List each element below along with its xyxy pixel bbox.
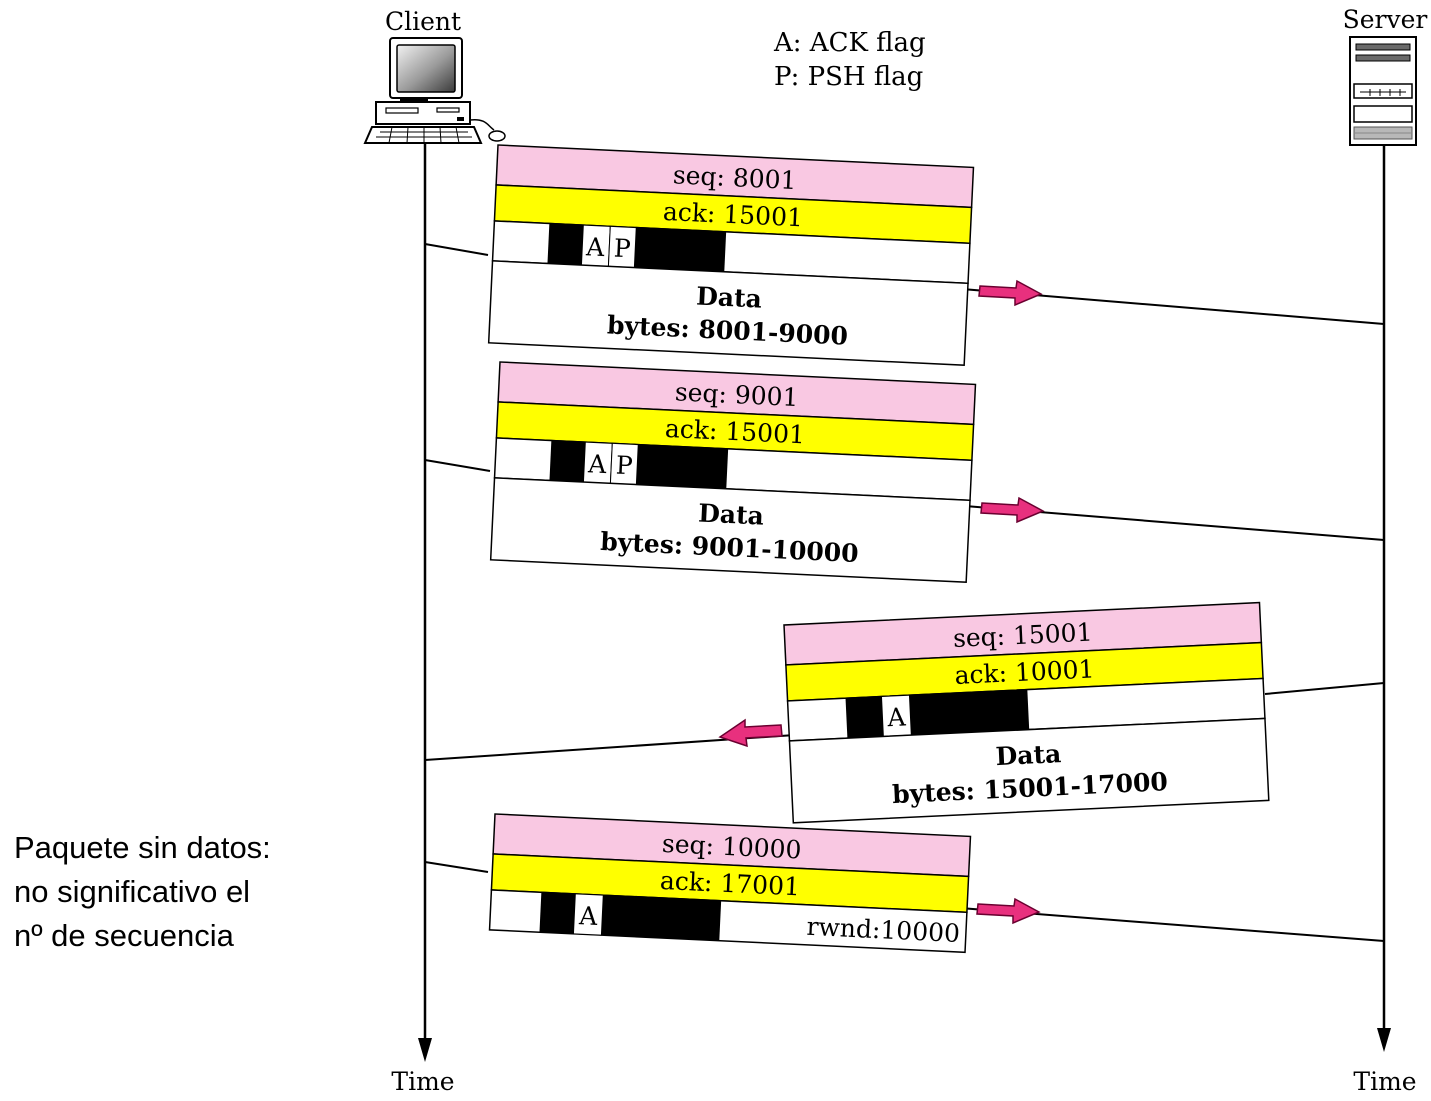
client-time-label: Time — [391, 1067, 454, 1096]
message-line-4 — [424, 861, 1385, 942]
segment-data-title: Data — [696, 282, 763, 314]
direction-arrow-left-icon — [718, 718, 783, 748]
segment-rwnd: rwnd:10000 — [806, 912, 961, 948]
client-timeline — [418, 143, 432, 1062]
server-label: Server — [1343, 5, 1428, 34]
flag-psh: P — [613, 234, 631, 264]
flag-ack: A — [585, 232, 606, 262]
flag-ack: A — [578, 901, 599, 931]
segment-seq: seq: 9001 — [674, 377, 799, 412]
note-line-2: no significativo el — [14, 874, 251, 909]
flag-psh: P — [615, 451, 633, 481]
tcp-segment-1: seq: 8001 ack: 15001 A P Data bytes: 800… — [487, 144, 975, 366]
note-line-1: Paquete sin datos: — [14, 830, 271, 865]
segment-ack: ack: 10001 — [954, 654, 1095, 690]
direction-arrow-right-icon — [980, 496, 1045, 524]
segment-ack: ack: 15001 — [662, 197, 803, 233]
direction-arrow-right-icon — [976, 897, 1041, 925]
segment-data-title: Data — [995, 739, 1062, 771]
segment-ack: ack: 17001 — [659, 866, 800, 902]
client-label: Client — [385, 7, 461, 36]
direction-arrow-right-icon — [978, 279, 1043, 307]
server-icon — [1349, 36, 1417, 146]
server-time-label: Time — [1353, 1067, 1416, 1096]
server-timeline — [1377, 145, 1391, 1052]
segment-seq: seq: 8001 — [672, 160, 797, 195]
client-computer-icon — [363, 37, 506, 144]
segment-ack: ack: 15001 — [664, 414, 805, 450]
flag-ack: A — [886, 702, 907, 732]
segment-data-title: Data — [698, 499, 765, 531]
note-line-3: nº de secuencia — [14, 918, 234, 953]
no-data-packet-note: Paquete sin datos: no significativo el n… — [14, 826, 374, 958]
message-line-2 — [424, 459, 1385, 541]
legend-ack-flag: A: ACK flag — [773, 28, 926, 58]
tcp-segment-4: seq: 10000 ack: 17001 A rwnd:10000 — [488, 813, 972, 954]
segment-seq: seq: 15001 — [952, 617, 1093, 653]
segment-seq: seq: 10000 — [661, 829, 802, 865]
tcp-segment-2: seq: 9001 ack: 15001 A P Data bytes: 900… — [489, 361, 977, 583]
message-line-3 — [424, 682, 1385, 761]
legend-psh-flag: P: PSH flag — [774, 62, 923, 92]
tcp-segment-3: seq: 15001 ack: 10001 A Data bytes: 1500… — [783, 601, 1270, 824]
flag-ack: A — [587, 449, 608, 479]
message-line-1 — [424, 243, 1385, 325]
